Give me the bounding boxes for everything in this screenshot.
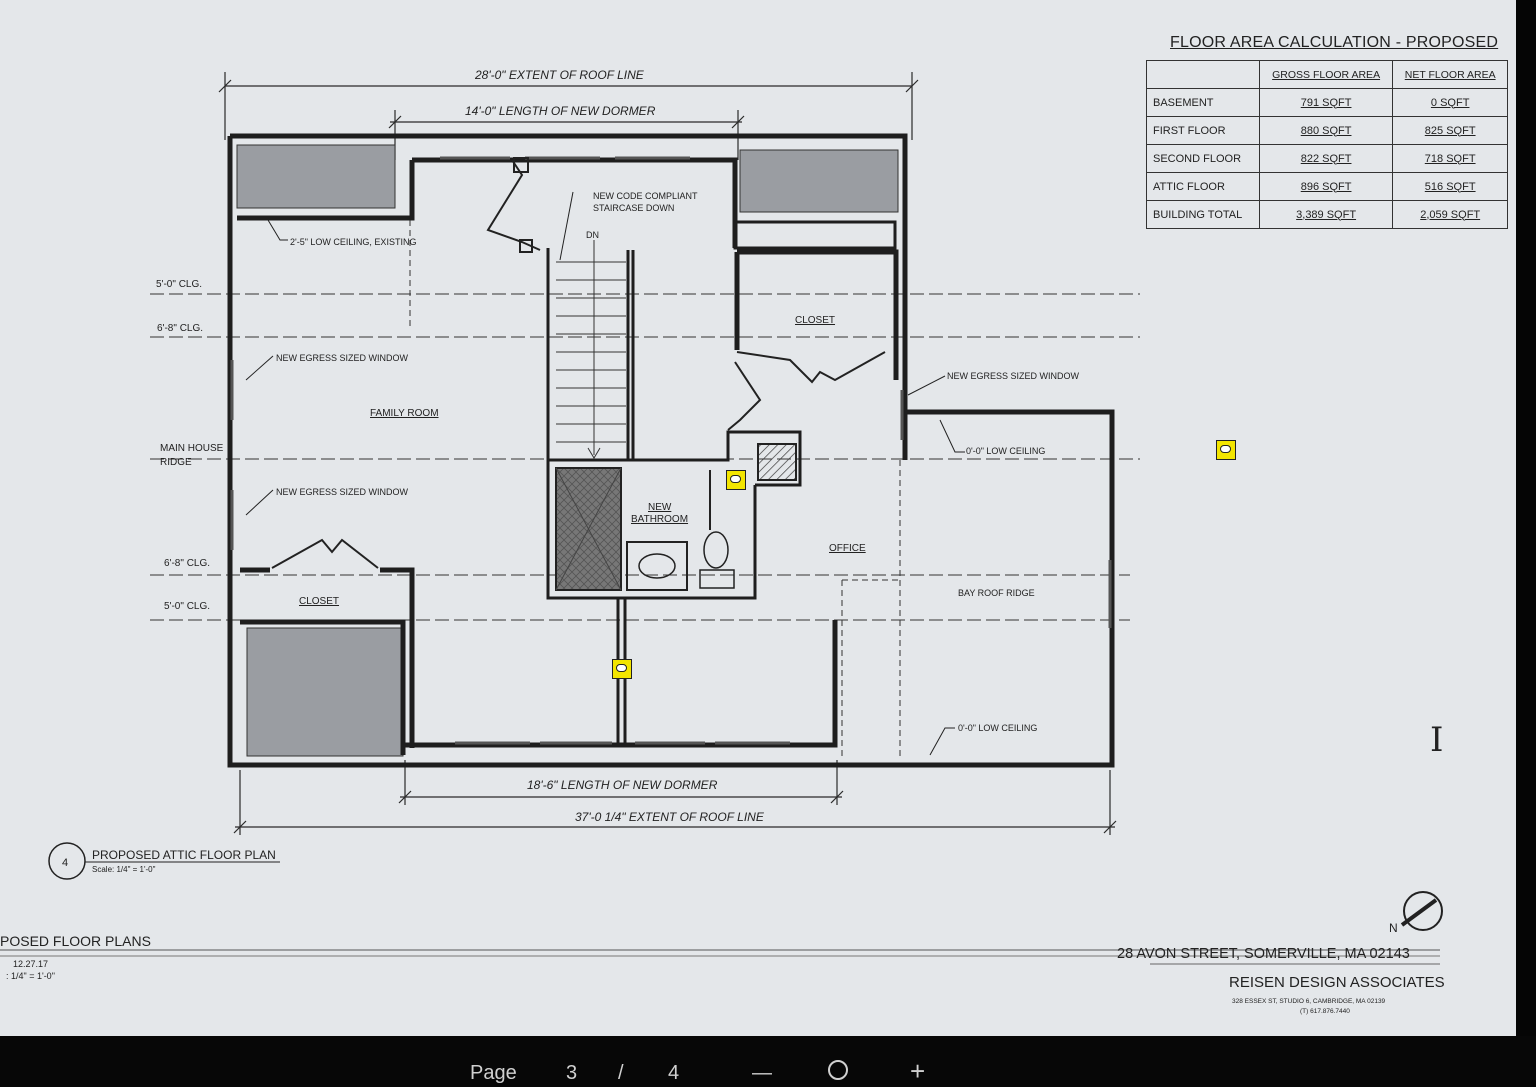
page-label: Page <box>470 1062 517 1084</box>
room-office: OFFICE <box>829 543 866 554</box>
page-separator: / <box>618 1062 624 1084</box>
drawing-number: 4 <box>62 857 68 869</box>
table-cell-label: FIRST FLOOR <box>1146 116 1260 145</box>
attic-floor-plan: 28'-0" EXTENT OF ROOF LINE 14'-0" LENGTH… <box>0 68 1445 1015</box>
drawing-title: PROPOSED ATTIC FLOOR PLAN <box>92 848 276 862</box>
zoom-out-button[interactable]: — <box>752 1062 772 1084</box>
firm-name: REISEN DESIGN ASSOCIATES <box>1229 974 1445 991</box>
table-header-cell <box>1146 60 1260 89</box>
label-clg-5-bottom: 5'-0" CLG. <box>164 601 210 612</box>
dim-roof-top: 28'-0" EXTENT OF ROOF LINE <box>474 68 645 82</box>
drawing-scale: Scale: 1/4" = 1'-0" <box>92 865 156 874</box>
table-cell-label: BUILDING TOTAL <box>1146 200 1260 229</box>
room-family-room: FAMILY ROOM <box>370 408 439 419</box>
table-row: ATTIC FLOOR 896 sqft 516 sqft <box>1146 172 1508 201</box>
room-closet-lower: CLOSET <box>299 596 339 607</box>
table-row: BUILDING TOTAL 3,389 sqft 2,059 sqft <box>1146 200 1508 229</box>
dim-dormer-top: 14'-0" LENGTH OF NEW DORMER <box>465 104 656 118</box>
drawing-sheet: 28'-0" EXTENT OF ROOF LINE 14'-0" LENGTH… <box>0 0 1516 1036</box>
comment-note-icon[interactable] <box>612 659 632 679</box>
dim-dormer-bottom: 18'-6" LENGTH OF NEW DORMER <box>527 778 718 792</box>
floor-area-table: GROSS FLOOR AREA NET FLOOR AREA BASEMENT… <box>1146 60 1508 229</box>
note-low-ceiling-1: 0'-0" LOW CEILING <box>966 446 1045 456</box>
area-table-title: FLOOR AREA CALCULATION - PROPOSED <box>1170 34 1499 51</box>
table-cell-label: BASEMENT <box>1146 88 1260 117</box>
label-clg-68-bottom: 6'-8" CLG. <box>164 558 210 569</box>
note-staircase-1: NEW CODE COMPLIANT <box>593 191 698 201</box>
table-header-row: GROSS FLOOR AREA NET FLOOR AREA <box>1146 60 1508 89</box>
room-bathroom-1: NEW <box>648 502 672 513</box>
table-cell-gross: 791 sqft <box>1258 88 1394 117</box>
firm-address: 328 ESSEX ST, STUDIO 6, CAMBRIDGE, MA 02… <box>1232 998 1386 1005</box>
table-header-cell: GROSS FLOOR AREA <box>1258 60 1394 89</box>
table-cell-net: 718 sqft <box>1392 144 1508 173</box>
table-cell-net: 825 sqft <box>1392 116 1508 145</box>
note-staircase-2: STAIRCASE DOWN <box>593 203 674 213</box>
note-egress-3: NEW EGRESS SIZED WINDOW <box>947 371 1080 381</box>
table-cell-label: SECOND FLOOR <box>1146 144 1260 173</box>
table-cell-gross: 896 sqft <box>1258 172 1394 201</box>
text-cursor-icon: I <box>1430 720 1444 760</box>
room-closet-upper: CLOSET <box>795 315 835 326</box>
table-cell-net: 516 sqft <box>1392 172 1508 201</box>
table-cell-label: ATTIC FLOOR <box>1146 172 1260 201</box>
table-cell-gross: 822 sqft <box>1258 144 1394 173</box>
sheet-date: 12.27.17 <box>13 959 48 969</box>
page-current-input[interactable]: 3 <box>566 1062 578 1084</box>
label-ridge-1: MAIN HOUSE <box>160 443 224 454</box>
table-row: FIRST FLOOR 880 sqft 825 sqft <box>1146 116 1508 145</box>
sheet-scale: : 1/4" = 1'-0" <box>6 971 55 981</box>
zoom-target-icon[interactable] <box>828 1060 848 1080</box>
table-cell-gross: 880 sqft <box>1258 116 1394 145</box>
project-address: 28 AVON STREET, SOMERVILLE, MA 02143 <box>1117 946 1410 962</box>
table-row: BASEMENT 791 sqft 0 sqft <box>1146 88 1508 117</box>
comment-note-icon[interactable] <box>1216 440 1236 460</box>
table-cell-net: 0 sqft <box>1392 88 1508 117</box>
room-bathroom-2: BATHROOM <box>631 514 688 525</box>
table-cell-net: 2,059 sqft <box>1392 200 1508 229</box>
note-egress-2: NEW EGRESS SIZED WINDOW <box>276 487 409 497</box>
zoom-in-button[interactable]: + <box>910 1056 926 1086</box>
page-total: 4 <box>668 1062 680 1084</box>
table-row: SECOND FLOOR 822 sqft 718 sqft <box>1146 144 1508 173</box>
note-bay-roof-ridge: BAY ROOF RIDGE <box>958 588 1035 598</box>
dim-roof-bottom: 37'-0 1/4" EXTENT OF ROOF LINE <box>575 810 765 824</box>
table-header-cell: NET FLOOR AREA <box>1392 60 1508 89</box>
firm-phone: (T) 617.876.7440 <box>1300 1008 1350 1015</box>
label-clg-68-top: 6'-8" CLG. <box>157 323 203 334</box>
sheet-title: POSED FLOOR PLANS <box>0 933 151 949</box>
comment-note-icon[interactable] <box>726 470 746 490</box>
viewer-toolbar <box>0 1036 1536 1080</box>
label-ridge-2: RIDGE <box>160 457 192 468</box>
note-low-ceiling-2: 0'-0" LOW CEILING <box>958 723 1037 733</box>
north-label: N <box>1389 921 1398 935</box>
label-clg-5-top: 5'-0" CLG. <box>156 279 202 290</box>
table-cell-gross: 3,389 sqft <box>1258 200 1394 229</box>
note-dn: DN <box>586 230 599 240</box>
note-low-ceiling-existing: 2'-5" LOW CEILING, EXISTING <box>290 237 416 247</box>
note-egress-1: NEW EGRESS SIZED WINDOW <box>276 353 409 363</box>
